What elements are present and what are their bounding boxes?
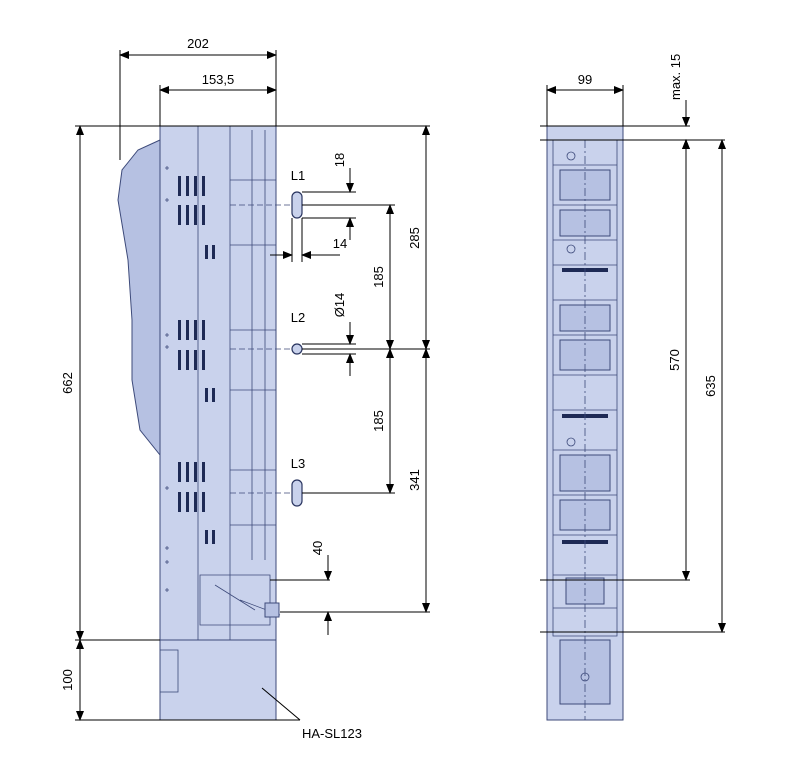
- dim-635: 635: [703, 375, 718, 397]
- dimension-labels: 202 153,5 99 max. 15 662 100 18 14 185 1…: [60, 36, 718, 741]
- front-view: [546, 125, 624, 721]
- model-label: HA-SL123: [302, 726, 362, 741]
- side-view-body: [159, 125, 277, 641]
- phase-label-l1: L1: [291, 168, 305, 183]
- dim-14: 14: [333, 236, 347, 251]
- side-view-base: [159, 639, 277, 721]
- dim-185-lower: 185: [371, 410, 386, 432]
- dim-185-upper: 185: [371, 266, 386, 288]
- hole-l3: [291, 479, 303, 507]
- phase-label-l2: L2: [291, 310, 305, 325]
- side-view-vent-slots: [178, 176, 215, 544]
- dim-width-202: 202: [187, 36, 209, 51]
- dim-40: 40: [310, 541, 325, 555]
- dim-height-662: 662: [60, 372, 75, 394]
- dim-18: 18: [332, 153, 347, 167]
- dim-width-153-5: 153,5: [202, 72, 235, 87]
- side-view-handle: [117, 139, 161, 457]
- dim-diameter-14: Ø14: [332, 293, 347, 318]
- dim-341: 341: [407, 469, 422, 491]
- dim-285: 285: [407, 227, 422, 249]
- dim-height-100: 100: [60, 669, 75, 691]
- dim-width-99: 99: [578, 72, 592, 87]
- dim-max-15: max. 15: [668, 54, 683, 100]
- dim-570: 570: [667, 349, 682, 371]
- hole-l2: [291, 343, 303, 355]
- dimension-lines: [75, 50, 726, 721]
- hole-l1: [291, 191, 303, 219]
- phase-label-l3: L3: [291, 456, 305, 471]
- side-view: [117, 125, 281, 721]
